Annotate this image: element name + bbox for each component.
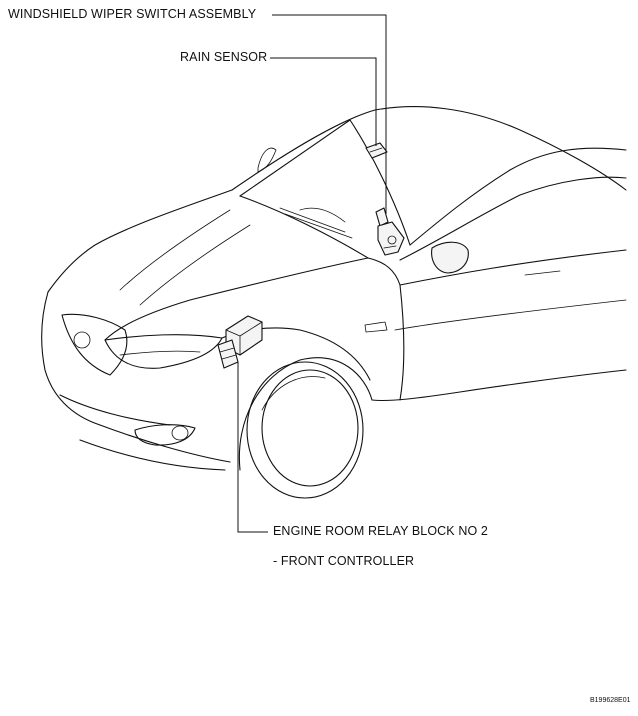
label-front-controller: - FRONT CONTROLLER	[273, 554, 415, 568]
car-body	[41, 106, 627, 499]
leader-wiper-switch	[272, 14, 387, 214]
figure-code: B199628E01	[590, 697, 631, 704]
relay-block-part	[217, 315, 263, 369]
leader-rain-sensor	[270, 57, 377, 146]
label-rain-sensor: RAIN SENSOR	[180, 50, 268, 64]
rain-sensor-part	[365, 142, 388, 159]
label-relay-block: ENGINE ROOM RELAY BLOCK NO 2	[273, 524, 488, 538]
leader-relay-block	[237, 362, 268, 533]
leader-lines	[237, 14, 387, 533]
label-wiper-switch: WINDSHIELD WIPER SWITCH ASSEMBLY	[8, 7, 257, 21]
wiper-switch-part	[375, 207, 405, 256]
